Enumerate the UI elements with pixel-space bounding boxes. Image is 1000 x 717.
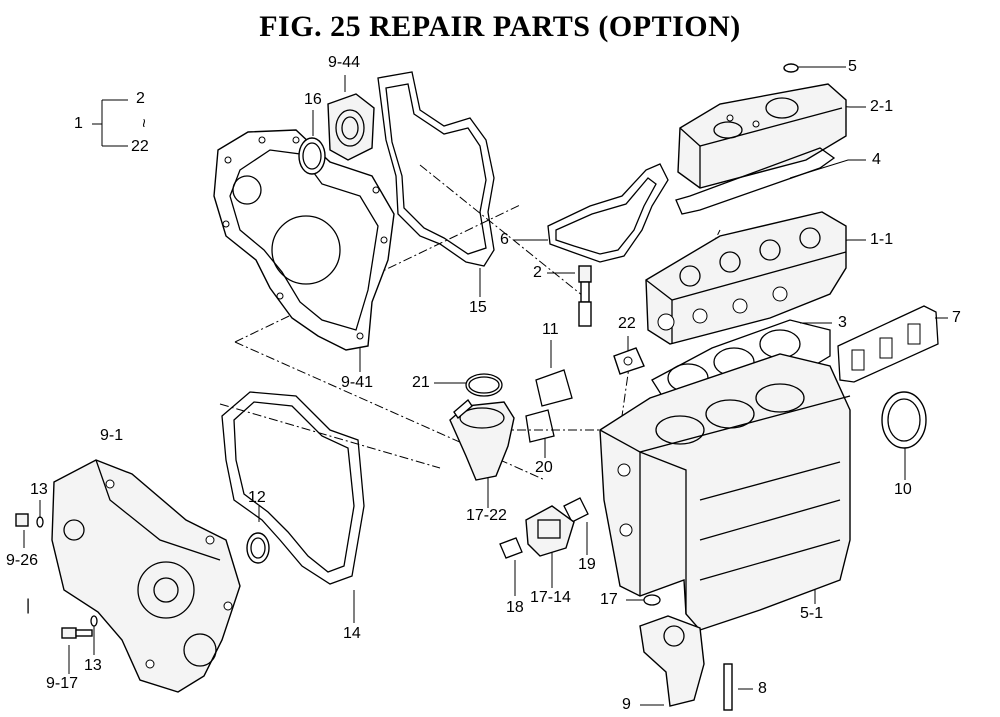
gasket-18 bbox=[499, 537, 523, 559]
washer-13-b bbox=[90, 615, 98, 627]
label-part-9-41: 9-41 bbox=[341, 374, 374, 391]
label-part-6: 6 bbox=[500, 231, 509, 248]
label-range-tilde: ~ bbox=[134, 118, 152, 128]
label-part-1: 1 bbox=[74, 115, 83, 132]
label-part-2: 2 bbox=[533, 264, 542, 281]
label-part-10: 10 bbox=[894, 481, 912, 498]
gasket-6 bbox=[547, 163, 669, 263]
label-part-20: 20 bbox=[535, 459, 553, 476]
gasket-20 bbox=[525, 409, 555, 443]
label-part-22-range-end: 22 bbox=[131, 138, 149, 155]
bolt-9-17 bbox=[61, 627, 93, 639]
label-part-2-range-start: 2 bbox=[136, 90, 145, 107]
gear-case-plate-9-41 bbox=[213, 129, 395, 351]
label-mark-bar: | bbox=[26, 597, 31, 614]
oil-seal-16 bbox=[298, 137, 326, 175]
head-cover-gasket-4 bbox=[675, 147, 836, 215]
oil-seal-10 bbox=[881, 391, 927, 449]
oil-seal-12 bbox=[246, 532, 270, 564]
label-part-16: 16 bbox=[304, 91, 322, 108]
exhaust-gasket-7 bbox=[837, 305, 939, 383]
cylinder-block-5-1 bbox=[599, 353, 851, 631]
gasket-11 bbox=[535, 369, 573, 407]
label-part-9-44: 9-44 bbox=[328, 54, 361, 71]
label-part-14: 14 bbox=[343, 625, 361, 642]
label-part-17-22: 17-22 bbox=[466, 507, 507, 524]
label-part-4: 4 bbox=[872, 151, 881, 168]
gear-case-gasket-15 bbox=[377, 71, 495, 267]
label-part-15: 15 bbox=[469, 299, 487, 316]
cap-5 bbox=[783, 63, 799, 73]
figure-title: FIG. 25 REPAIR PARTS (OPTION) bbox=[259, 10, 741, 43]
label-part-21: 21 bbox=[412, 374, 430, 391]
label-part-2-1: 2-1 bbox=[870, 98, 894, 115]
thermostat-housing-17-22 bbox=[449, 398, 515, 481]
label-part-5: 5 bbox=[848, 58, 857, 75]
label-part-1-1: 1-1 bbox=[870, 231, 894, 248]
label-part-13-b: 13 bbox=[84, 657, 102, 674]
o-ring-21 bbox=[465, 373, 503, 397]
o-ring-17 bbox=[643, 594, 661, 606]
label-part-9-26: 9-26 bbox=[6, 552, 39, 569]
label-part-22: 22 bbox=[618, 315, 636, 332]
head-cover-2-1 bbox=[677, 83, 847, 189]
label-part-12: 12 bbox=[248, 489, 266, 506]
label-part-17: 17 bbox=[600, 591, 618, 608]
label-part-8: 8 bbox=[758, 680, 767, 697]
part-9-44 bbox=[327, 93, 375, 161]
label-part-9-17: 9-17 bbox=[46, 675, 79, 692]
label-part-7: 7 bbox=[952, 309, 961, 326]
plate-17-14 bbox=[525, 505, 575, 557]
gear-case-cover-9-1 bbox=[51, 459, 241, 693]
label-part-13-a: 13 bbox=[30, 481, 48, 498]
pin-8 bbox=[723, 663, 733, 711]
label-part-17-14: 17-14 bbox=[530, 589, 571, 606]
label-part-11: 11 bbox=[542, 321, 559, 338]
bearing-cap-9 bbox=[639, 615, 705, 707]
bolt-9-26 bbox=[15, 513, 29, 527]
plate-22 bbox=[613, 347, 645, 375]
label-part-9: 9 bbox=[622, 696, 631, 713]
label-part-18: 18 bbox=[506, 599, 524, 616]
gasket-19 bbox=[563, 497, 589, 523]
washer-13-a bbox=[36, 516, 44, 528]
label-part-5-1: 5-1 bbox=[800, 605, 824, 622]
label-part-3: 3 bbox=[838, 314, 847, 331]
plug-part-2 bbox=[578, 265, 592, 327]
label-part-9-1: 9-1 bbox=[100, 427, 124, 444]
gasket-14 bbox=[221, 391, 365, 585]
cylinder-head-1-1 bbox=[645, 211, 847, 345]
label-part-19: 19 bbox=[578, 556, 596, 573]
